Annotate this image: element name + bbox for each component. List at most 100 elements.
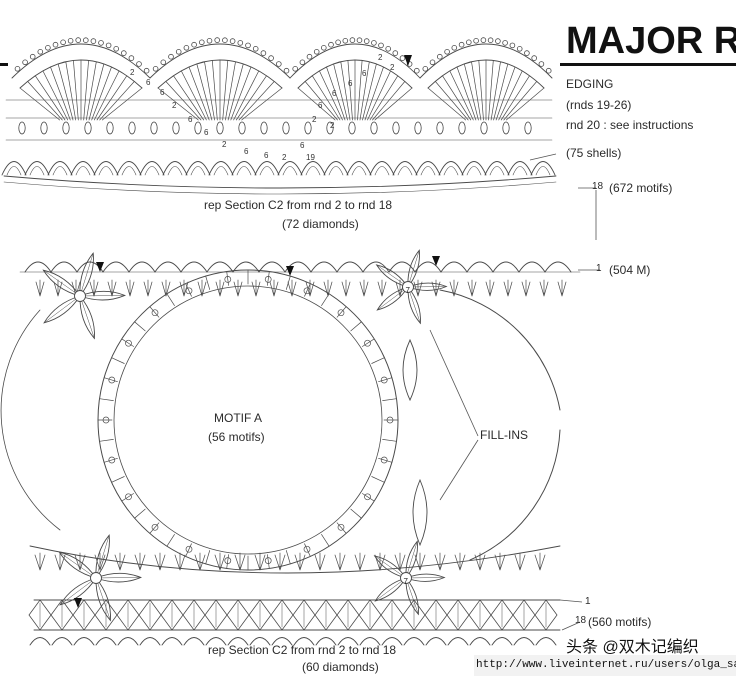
fan-cluster (34, 552, 46, 571)
picot (222, 37, 228, 43)
leader-line (561, 621, 581, 631)
ring-stitch (350, 321, 362, 332)
picot (524, 50, 530, 56)
ring-stitch (134, 508, 146, 519)
stitch-line (333, 63, 348, 121)
chain-scallop (50, 261, 78, 273)
loop-stitch (348, 121, 356, 135)
picot (292, 66, 299, 72)
stitch-line (93, 70, 120, 121)
stitch-line (173, 75, 205, 121)
stitch-line (498, 70, 523, 121)
fan-cluster (377, 279, 387, 297)
flower-center (402, 281, 414, 293)
scallop-arc (11, 43, 151, 79)
m-count: (504 M) (609, 263, 651, 277)
stitch-line (99, 81, 135, 121)
picot (60, 39, 66, 46)
fan-cluster (341, 279, 351, 297)
diamond (402, 599, 426, 631)
fan-cluster (467, 279, 477, 297)
bottom-band (28, 598, 561, 646)
bottom-shell (161, 637, 183, 646)
shell-inner (52, 166, 68, 176)
motif-ring-inner (113, 285, 383, 555)
picot (260, 50, 267, 56)
ring-stitch (99, 439, 114, 442)
shell-inner (535, 166, 551, 176)
ring-stitch (185, 283, 192, 297)
shell-inner (282, 166, 298, 176)
stitch-line (500, 75, 530, 121)
ring-loop (224, 276, 232, 283)
fill-in-leaf (412, 478, 428, 547)
fill-in-leaf (402, 338, 418, 402)
middle-round-marker: 1 (596, 263, 602, 274)
stitch-line (311, 75, 341, 121)
shell-inner (144, 166, 160, 176)
shell-inner (328, 166, 344, 176)
ring-stitch (336, 522, 347, 534)
stitch-number: 6 (300, 141, 305, 150)
picot (406, 61, 413, 67)
ring-loop (102, 416, 110, 424)
picot (385, 45, 392, 52)
edging-rounds: (rnds 19-26) (566, 98, 632, 112)
diamond (380, 599, 404, 631)
ring-stitch (185, 543, 192, 557)
bottom-shell (293, 637, 315, 646)
bottom-motifs-count: (560 motifs) (588, 615, 652, 629)
picot (45, 44, 51, 51)
ring-stitch (267, 271, 270, 286)
ring-stitch (285, 550, 291, 565)
picot (152, 66, 159, 72)
ring-stitch (205, 275, 211, 290)
stitch-line (83, 60, 89, 121)
picot (495, 38, 501, 44)
picot (436, 53, 443, 60)
flower-vein (95, 534, 110, 579)
flower-vein (407, 286, 447, 288)
fan-cluster (234, 552, 246, 571)
shell-arc (254, 161, 280, 176)
picot (229, 38, 236, 44)
stitch-line (478, 60, 484, 121)
chain-scallop (336, 261, 364, 273)
fan-cluster (434, 552, 446, 571)
picot (268, 55, 274, 61)
picot (451, 44, 458, 51)
round-marker-triangle (96, 262, 104, 272)
loop-stitch (282, 121, 290, 135)
fan-cluster (53, 279, 63, 297)
stitch-line (340, 61, 351, 121)
stitch-line (50, 66, 71, 121)
fan-cluster (514, 552, 526, 571)
motif-name: MOTIF A (214, 411, 262, 425)
chain-scallop (258, 261, 286, 273)
stitch-number: 2 (312, 115, 317, 124)
stitch-line (96, 75, 128, 121)
ring-stitch (362, 493, 375, 502)
loop-stitch (18, 121, 26, 135)
ring-stitch (378, 457, 393, 463)
fan-cluster (233, 279, 243, 297)
stitch-line (463, 63, 479, 121)
diamond (270, 599, 294, 631)
diamond (28, 599, 52, 631)
fan-cluster (354, 552, 366, 571)
bottom-shell (403, 637, 425, 646)
bottom-shell (51, 637, 73, 646)
stitch-line (101, 87, 143, 121)
leader-line (559, 599, 583, 603)
picot (349, 37, 356, 43)
source-url[interactable]: http://www.liveinternet.ru/users/olga_sa… (476, 659, 736, 671)
picot (67, 37, 74, 44)
flower-vein (79, 295, 95, 339)
picot (538, 61, 545, 67)
picot (83, 37, 89, 43)
fan-cluster (485, 279, 495, 297)
loop-stitch (128, 121, 136, 135)
stitch-line (157, 87, 199, 121)
stitch-line (241, 87, 283, 121)
